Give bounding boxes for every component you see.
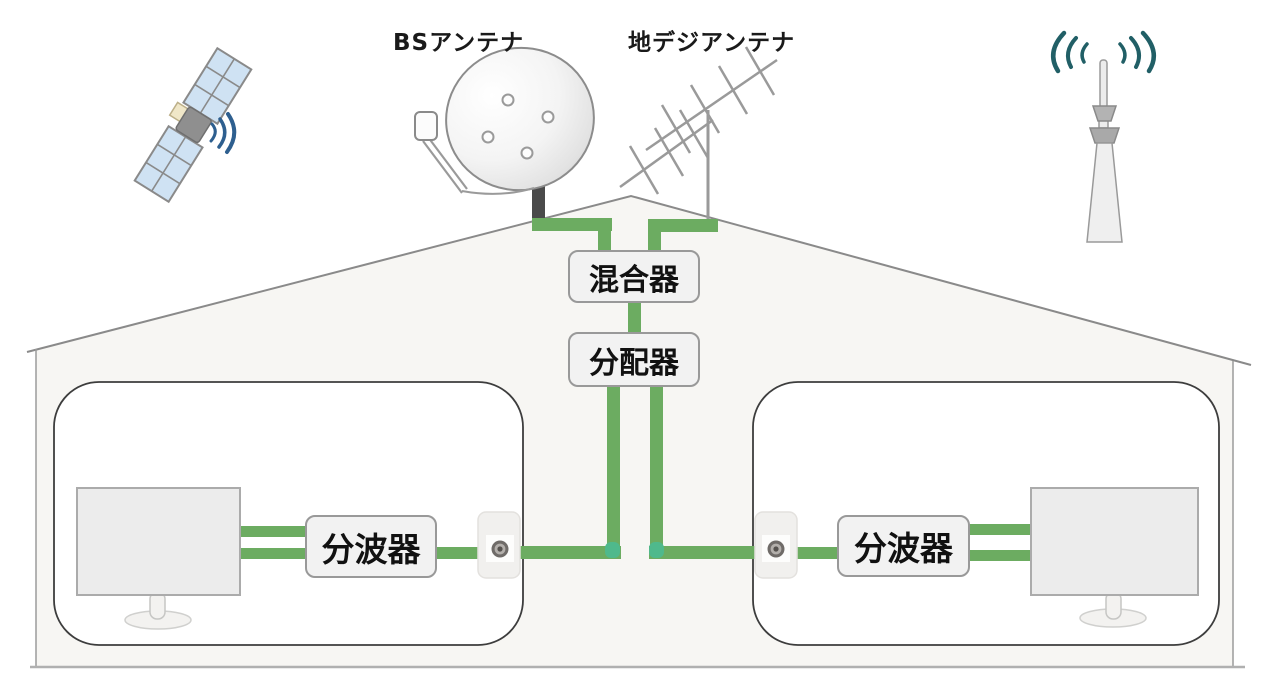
separator-box-right: 分波器 (837, 515, 970, 577)
bs-antenna-label: BSアンテナ (393, 30, 525, 56)
distributor-box: 分配器 (568, 332, 700, 387)
mixer-box: 混合器 (568, 250, 700, 303)
signal-waves-icon (209, 112, 237, 154)
distributor-label: 分配器 (589, 345, 679, 381)
coax-outlet-icon (754, 511, 798, 579)
separator-box-left: 分波器 (305, 515, 437, 578)
separator-left-label: 分波器 (321, 529, 421, 569)
tv-icon (76, 487, 241, 630)
cable-elbow-joints (605, 542, 664, 558)
mixer-label: 混合器 (589, 262, 679, 298)
terrestrial-antenna-label: 地デジアンテナ (628, 30, 796, 56)
satellite-dish-icon (414, 46, 595, 223)
coax-cables (238, 218, 1033, 561)
satellite-icon (133, 46, 253, 204)
separator-right-label: 分波器 (854, 529, 953, 568)
yagi-antenna-icon (619, 46, 778, 226)
coax-outlet-icon (477, 511, 521, 579)
signal-waves-icon (1050, 30, 1157, 74)
tv-icon (1030, 487, 1199, 628)
broadcast-tower-icon (1050, 30, 1157, 243)
